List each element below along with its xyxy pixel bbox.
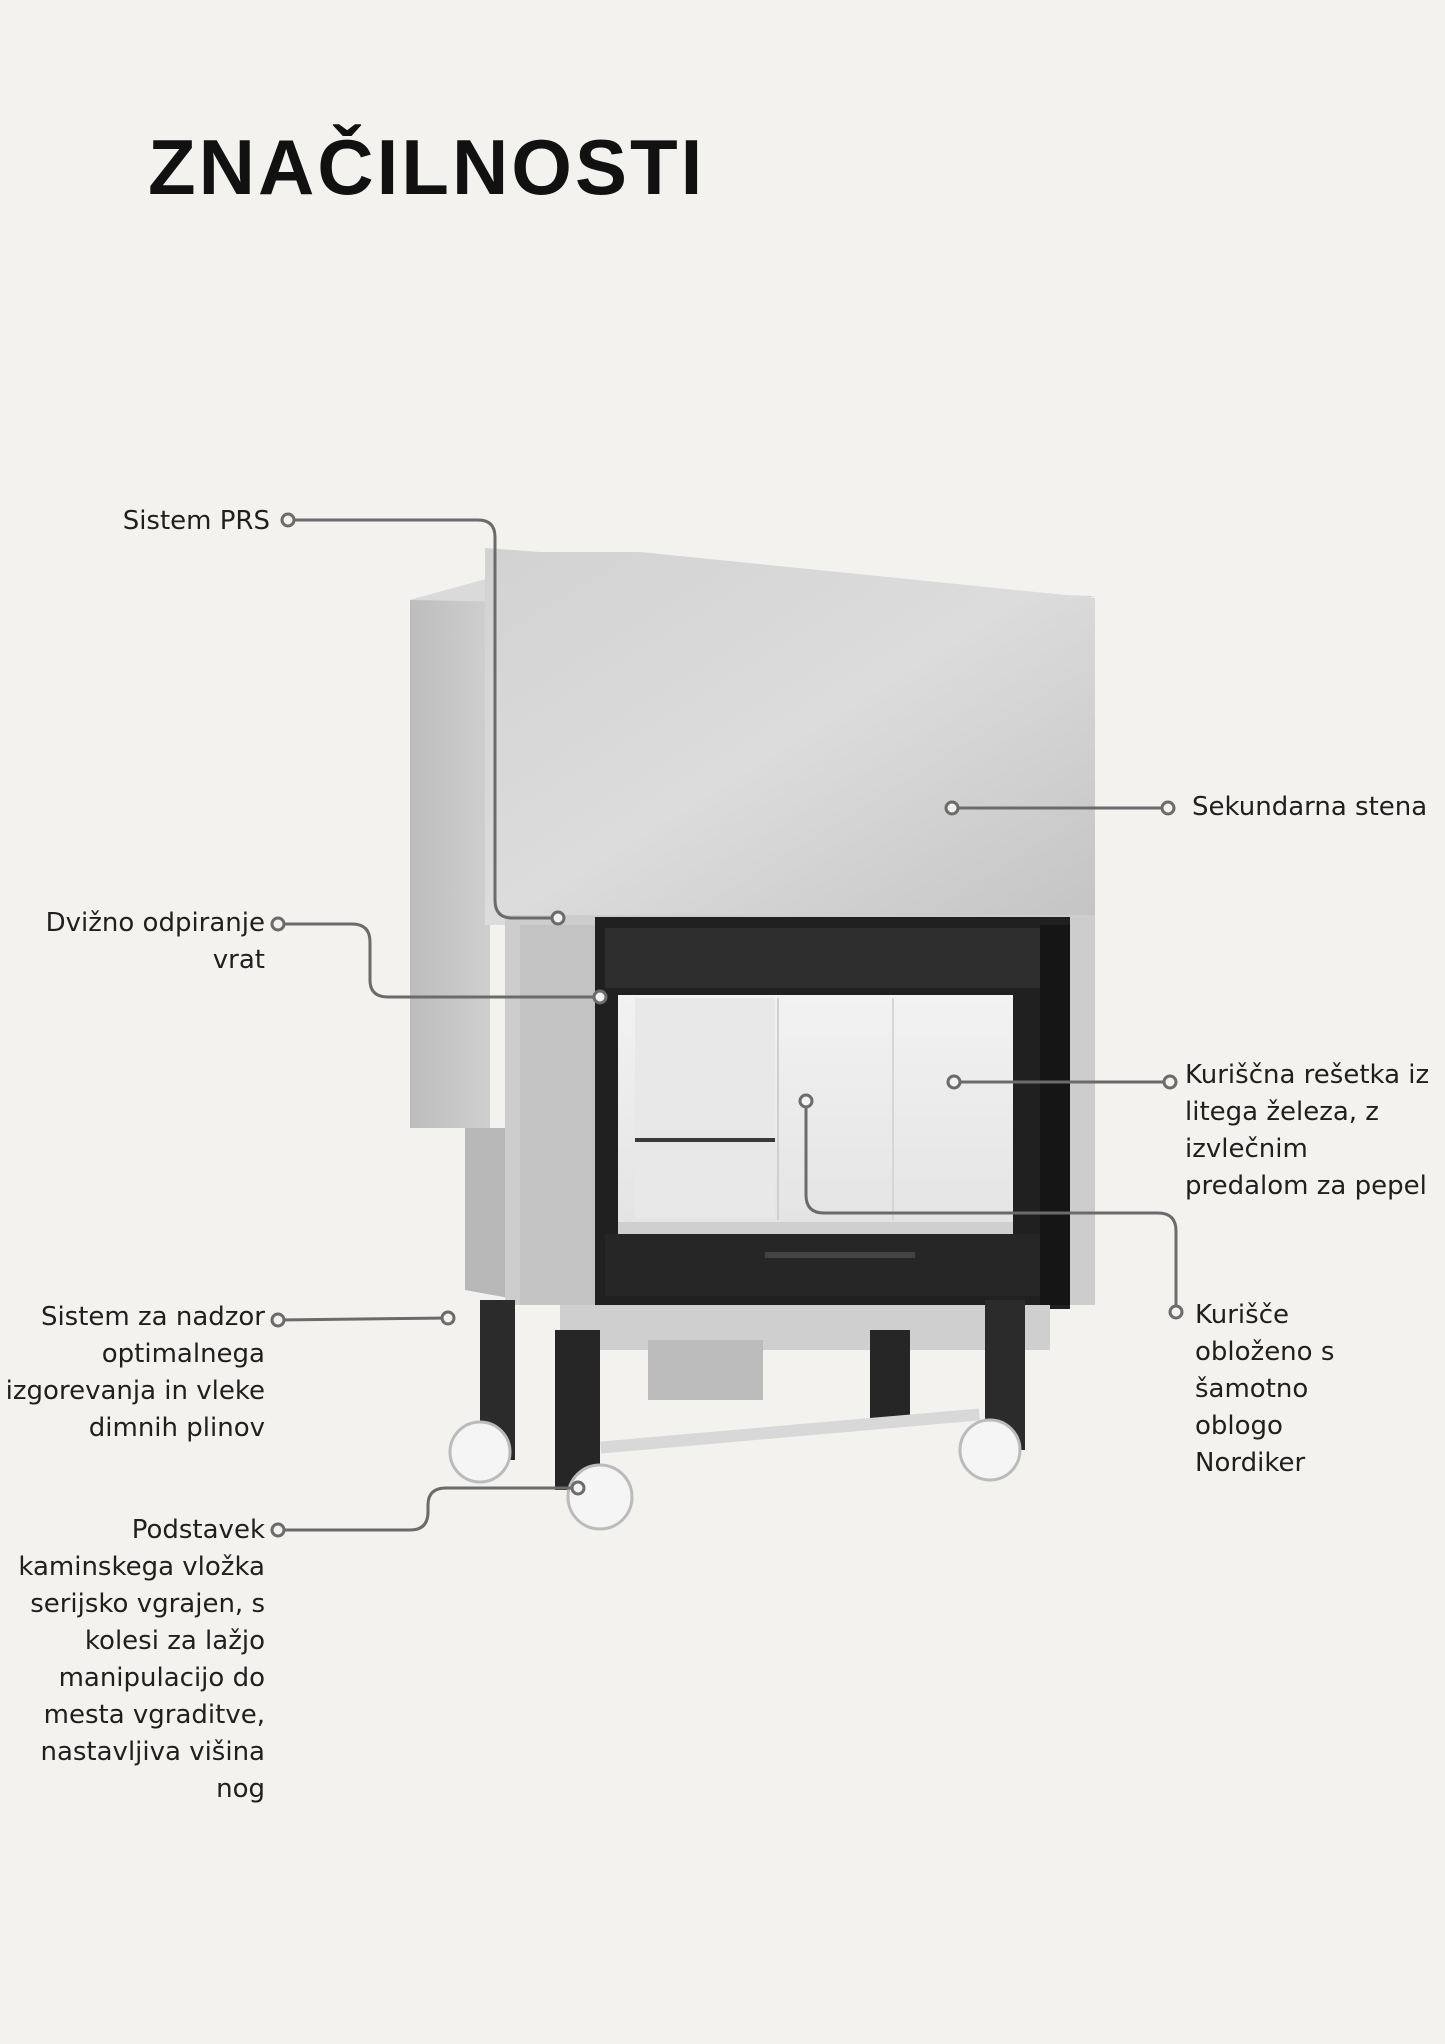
- callout-kurisce: Kurišče obloženo s šamotno oblogo Nordik…: [1195, 1300, 1335, 1478]
- door-header: [605, 928, 1060, 988]
- leader-sistem-nadzor: [277, 1316, 449, 1322]
- wheel-back-left: [448, 1420, 512, 1484]
- dot-dvizno-start: [270, 916, 286, 932]
- dot-kurisce-end: [1168, 1304, 1184, 1320]
- leader-kurisce: [804, 1101, 1178, 1312]
- wheel-back-right: [958, 1418, 1022, 1482]
- dot-sekundarna-start: [944, 800, 960, 816]
- page-title: ZNAČILNOSTI: [148, 123, 706, 211]
- dot-resetka-start: [946, 1074, 962, 1090]
- crossbar: [600, 1408, 980, 1454]
- firebox-left-panel: [635, 998, 775, 1218]
- leg-front-left: [555, 1330, 600, 1490]
- dot-dvizno-end: [592, 989, 608, 1005]
- callout-podstavek: Podstavek kaminskega vložka serijsko vgr…: [18, 1515, 265, 1804]
- door-handle: [765, 1252, 915, 1258]
- callout-sistem-prs: Sistem PRS: [122, 506, 270, 536]
- leader-sistem-prs: [288, 518, 558, 920]
- callout-dvizno-odpiranje: Dvižno odpiranje vrat: [45, 908, 265, 975]
- callout-sistem-nadzor: Sistem za nadzor optimalnega izgorevanja…: [5, 1302, 265, 1443]
- dot-podstavek-start: [270, 1522, 286, 1538]
- base-plate: [560, 1305, 1050, 1350]
- dot-sekundarna-end: [1160, 800, 1176, 816]
- dot-nadzor-end: [440, 1310, 456, 1326]
- callout-sekundarna-stena: Sekundarna stena: [1192, 792, 1428, 822]
- front-column: [520, 925, 595, 1305]
- dot-kurisce-start: [798, 1093, 814, 1109]
- wheel-front-left: [566, 1463, 634, 1531]
- control-box: [648, 1340, 763, 1400]
- leader-lines: [277, 518, 1178, 1532]
- dot-podstavek-end: [570, 1480, 586, 1496]
- leader-dots: [270, 512, 1184, 1538]
- dot-resetka-end: [1162, 1074, 1178, 1090]
- door-right-jamb: [1040, 925, 1070, 1305]
- firebox-floor: [618, 1222, 1013, 1234]
- leg-front-right: [870, 1330, 910, 1420]
- leader-dvizno: [278, 922, 600, 999]
- door-bottom: [605, 1234, 1060, 1296]
- leader-podstavek: [278, 1486, 578, 1532]
- secondary-wall: [485, 548, 1095, 925]
- dot-nadzor-start: [270, 1312, 286, 1328]
- dot-prs-start: [280, 512, 296, 528]
- callout-kuriscna-resetka: Kuriščna rešetka iz litega železa, z izv…: [1185, 1060, 1430, 1201]
- dot-prs-end: [550, 910, 566, 926]
- side-panel: [410, 578, 490, 1128]
